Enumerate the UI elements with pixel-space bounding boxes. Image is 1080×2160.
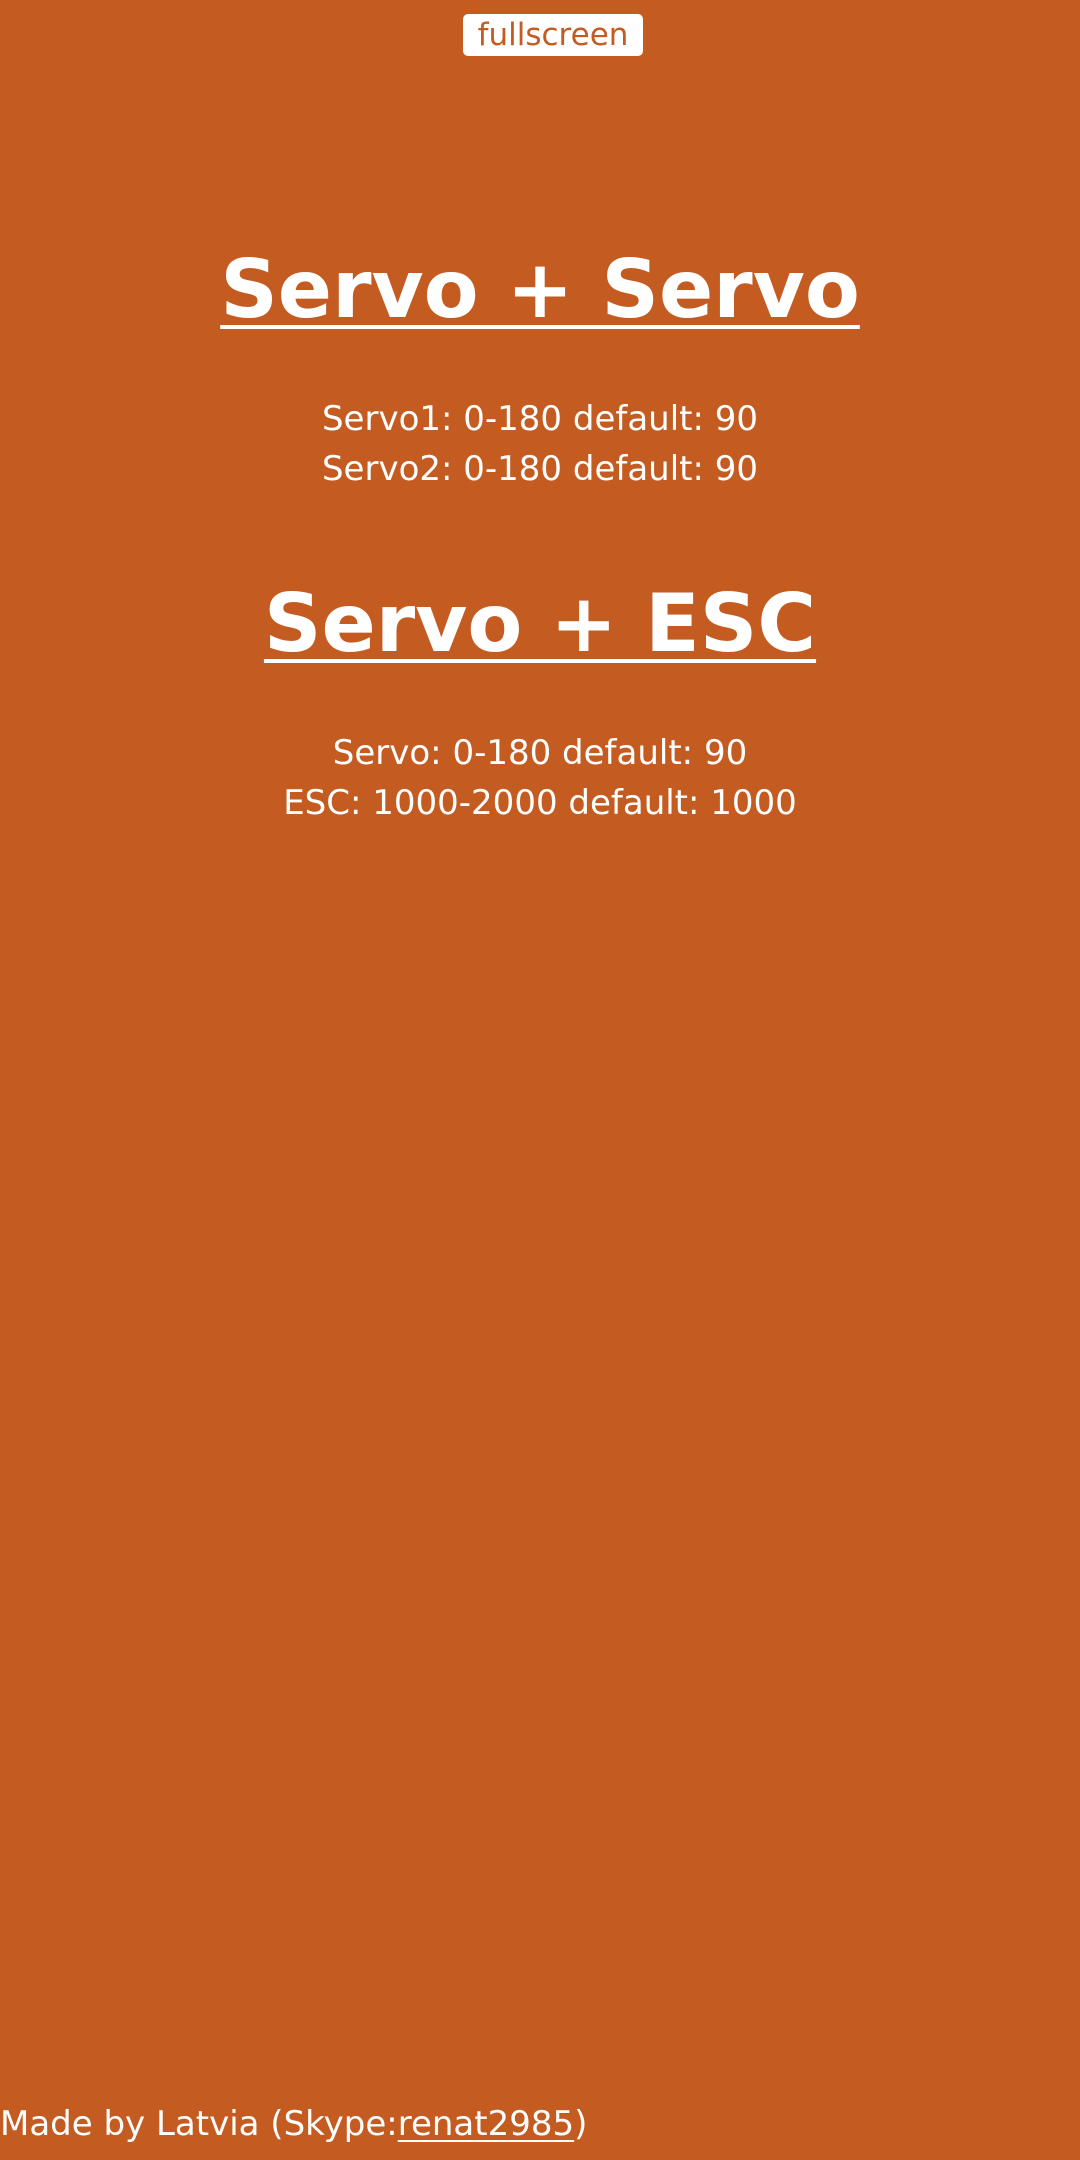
section-title-servo-esc[interactable]: Servo + ESC xyxy=(263,577,817,670)
footer-credit: Made by Latvia (Skype:renat2985) xyxy=(0,2100,587,2148)
section-title-servo-servo[interactable]: Servo + Servo xyxy=(220,243,860,336)
section-servo-servo: Servo + Servo Servo1: 0-180 default: 90 … xyxy=(0,240,1080,494)
spec-list-servo-esc: Servo: 0-180 default: 90 ESC: 1000-2000 … xyxy=(0,728,1080,828)
spec-line-esc: ESC: 1000-2000 default: 1000 xyxy=(283,783,797,823)
fullscreen-button[interactable]: fullscreen xyxy=(463,14,643,56)
skype-link[interactable]: renat2985 xyxy=(397,2104,575,2144)
footer-suffix: ) xyxy=(574,2104,588,2144)
spec-list-servo-servo: Servo1: 0-180 default: 90 Servo2: 0-180 … xyxy=(0,394,1080,494)
footer-prefix: Made by Latvia (Skype: xyxy=(0,2104,398,2144)
section-servo-esc: Servo + ESC Servo: 0-180 default: 90 ESC… xyxy=(0,574,1080,828)
spec-line-servo2: Servo2: 0-180 default: 90 xyxy=(321,449,759,489)
spec-line-servo1: Servo1: 0-180 default: 90 xyxy=(321,399,759,439)
spec-line-servo: Servo: 0-180 default: 90 xyxy=(332,733,748,773)
